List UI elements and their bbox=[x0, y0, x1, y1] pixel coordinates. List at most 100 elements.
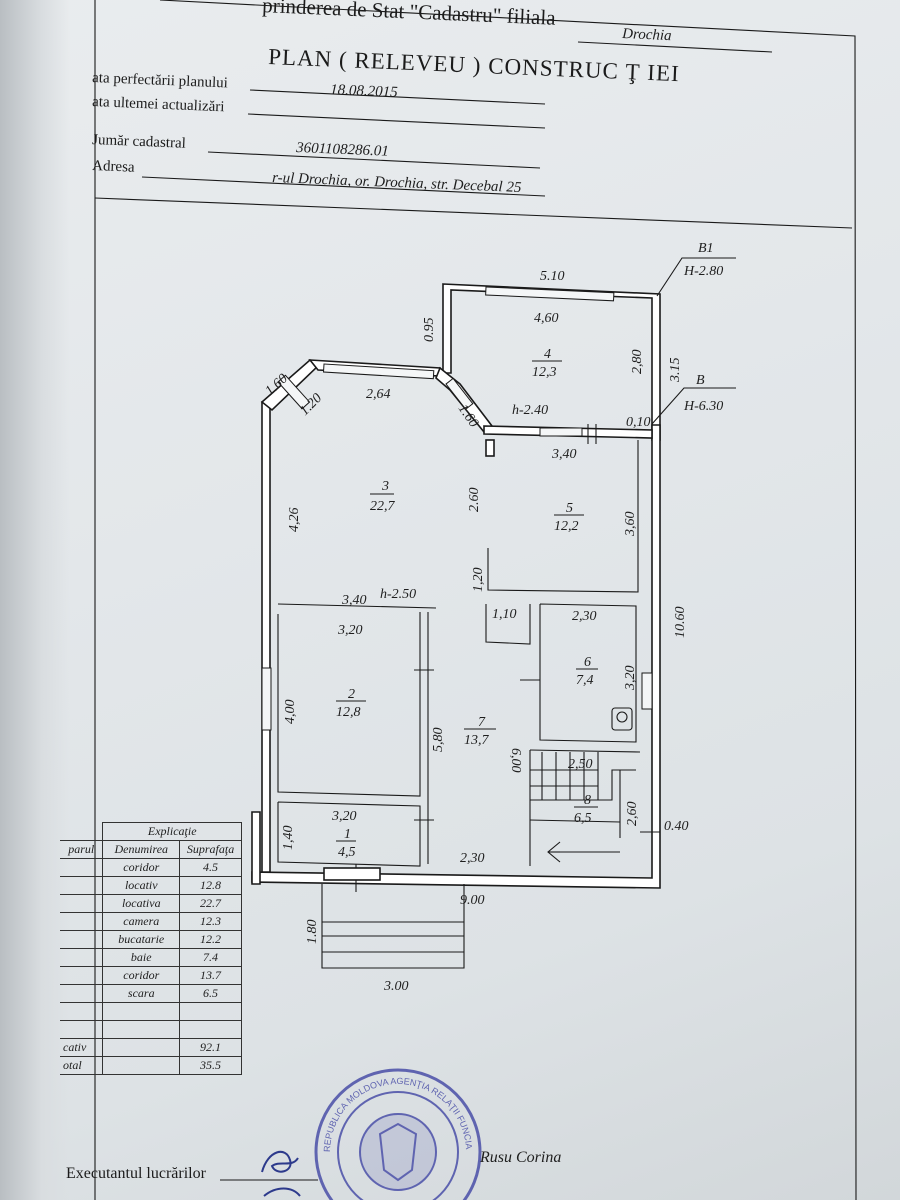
dim-320b: 3,20 bbox=[623, 666, 638, 692]
partition-room6 bbox=[539, 603, 637, 743]
dim-280: 2,80 bbox=[630, 350, 645, 375]
room-8: 8 6,5 bbox=[574, 793, 598, 826]
wall-west-lower bbox=[251, 811, 261, 885]
window-nw-bevel bbox=[277, 374, 311, 410]
dim-230b: 2,30 bbox=[460, 851, 485, 866]
legend-corner bbox=[60, 822, 104, 841]
field-label-cadastral: Jumăr cadastral bbox=[92, 132, 186, 152]
room-6-number: 6 bbox=[584, 655, 591, 670]
field-value-date: 18.08.2015 bbox=[330, 82, 399, 101]
wall-west bbox=[261, 401, 271, 873]
legend-row bbox=[60, 1020, 242, 1039]
dim-900: 9.00 bbox=[460, 893, 485, 908]
room-6-area: 7,4 bbox=[576, 673, 594, 688]
dim-250: 2,50 bbox=[568, 757, 593, 772]
field-line-date bbox=[249, 89, 546, 105]
dim-320: 3,20 bbox=[337, 623, 363, 638]
room-4-number: 4 bbox=[544, 347, 551, 362]
field-line-address bbox=[141, 176, 546, 197]
dim-140: 1,40 bbox=[281, 826, 296, 851]
dim-580: 5,80 bbox=[431, 728, 446, 753]
dim-340b: 3,40 bbox=[341, 593, 367, 608]
dim-510: 5.10 bbox=[540, 269, 565, 284]
room-5-number: 5 bbox=[566, 501, 573, 516]
executor-name: Rusu Corina bbox=[479, 1149, 561, 1166]
room-3: 3 22,7 bbox=[370, 479, 396, 514]
wall-stub bbox=[485, 439, 495, 457]
room-7-number: 7 bbox=[478, 715, 486, 730]
dim-260: 2.60 bbox=[467, 488, 482, 513]
room-8-area: 6,5 bbox=[574, 811, 592, 826]
label-h630: H-6.30 bbox=[683, 399, 723, 414]
room-7: 7 13,7 bbox=[464, 715, 496, 748]
dim-040: 0.40 bbox=[664, 819, 689, 834]
legend-header-name: Denumirea bbox=[102, 840, 181, 859]
window-room6 bbox=[641, 672, 653, 710]
window-room2 bbox=[261, 667, 272, 731]
room-7-area: 13,7 bbox=[464, 733, 490, 748]
door-markers bbox=[355, 424, 597, 892]
toilet-icon bbox=[611, 707, 633, 731]
dim-264: 2,64 bbox=[366, 387, 391, 402]
label-h280: H-2.80 bbox=[683, 264, 723, 279]
dim-180: 1.80 bbox=[305, 920, 320, 945]
dim-600: 6,00 bbox=[508, 748, 523, 773]
b1-leader bbox=[656, 257, 736, 297]
window-room4 bbox=[485, 286, 615, 302]
partition-room2 bbox=[277, 612, 421, 797]
dimension-labels: 5.10 4,60 0.95 2,80 3.15 1.60 1.20 2,64 … bbox=[263, 269, 689, 994]
signature-mark bbox=[261, 1150, 301, 1197]
legend-header-area: Suprafaţa bbox=[179, 840, 242, 859]
dim-230: 2,30 bbox=[572, 609, 597, 624]
legend-title: Explicaţie bbox=[102, 822, 242, 841]
room-1-area: 4,5 bbox=[338, 845, 356, 860]
legend-header-no: parul bbox=[60, 840, 104, 859]
dim-300: 3.00 bbox=[383, 979, 409, 994]
porch-steps bbox=[321, 884, 465, 969]
dim-1060: 10.60 bbox=[673, 607, 688, 639]
dim-460: 4,60 bbox=[534, 311, 559, 326]
partition-room5-south bbox=[487, 440, 639, 593]
dim-095: 0.95 bbox=[422, 318, 437, 343]
field-label-update: ata ultemei actualizări bbox=[92, 94, 225, 115]
room-4: 4 12,3 bbox=[532, 347, 562, 380]
room-2: 2 12,8 bbox=[336, 687, 366, 720]
branch-name: Drochia bbox=[621, 26, 672, 44]
header-fields: ata perfectării planului 18.08.2015 ata … bbox=[92, 70, 853, 229]
room-labels: 1 4,5 2 12,8 3 22,7 4 12,3 bbox=[336, 347, 598, 860]
room-6: 6 7,4 bbox=[576, 655, 598, 688]
legend-row bbox=[60, 1002, 242, 1021]
executor-label: Executantul lucrărilor bbox=[66, 1165, 207, 1182]
entrance-door-gap bbox=[323, 867, 381, 881]
label-b: B bbox=[696, 373, 705, 388]
wall-east-south bbox=[251, 424, 661, 889]
dim-320c: 3,20 bbox=[331, 809, 357, 824]
field-line-update bbox=[247, 113, 546, 129]
room-1: 1 4,5 bbox=[336, 827, 356, 860]
partition-stair-north bbox=[529, 749, 641, 753]
frame-right-edge bbox=[159, 0, 857, 1200]
dim-426: 4,26 bbox=[287, 508, 302, 533]
window-room3-north bbox=[322, 363, 435, 380]
legend-table: Explicaţie parul Denumirea Suprafaţa cor… bbox=[60, 822, 242, 1075]
floor-plan: B1 H-2.80 B H-6.30 h-2.40 h-2.50 5.10 4,… bbox=[251, 241, 736, 994]
room-4-area: 12,3 bbox=[532, 365, 557, 380]
dim-360: 3,60 bbox=[623, 512, 638, 538]
header-separator bbox=[94, 197, 853, 229]
dim-260b: 2,60 bbox=[625, 802, 640, 827]
room-5-area: 12,2 bbox=[554, 519, 579, 534]
dim-120b: 1,20 bbox=[471, 568, 486, 593]
field-label-date: ata perfectării planului bbox=[92, 70, 228, 91]
partition-room3-south bbox=[277, 603, 437, 609]
label-b1: B1 bbox=[698, 241, 714, 256]
page-binding-shadow bbox=[0, 0, 70, 1200]
label-h240: h-2.40 bbox=[512, 403, 548, 418]
